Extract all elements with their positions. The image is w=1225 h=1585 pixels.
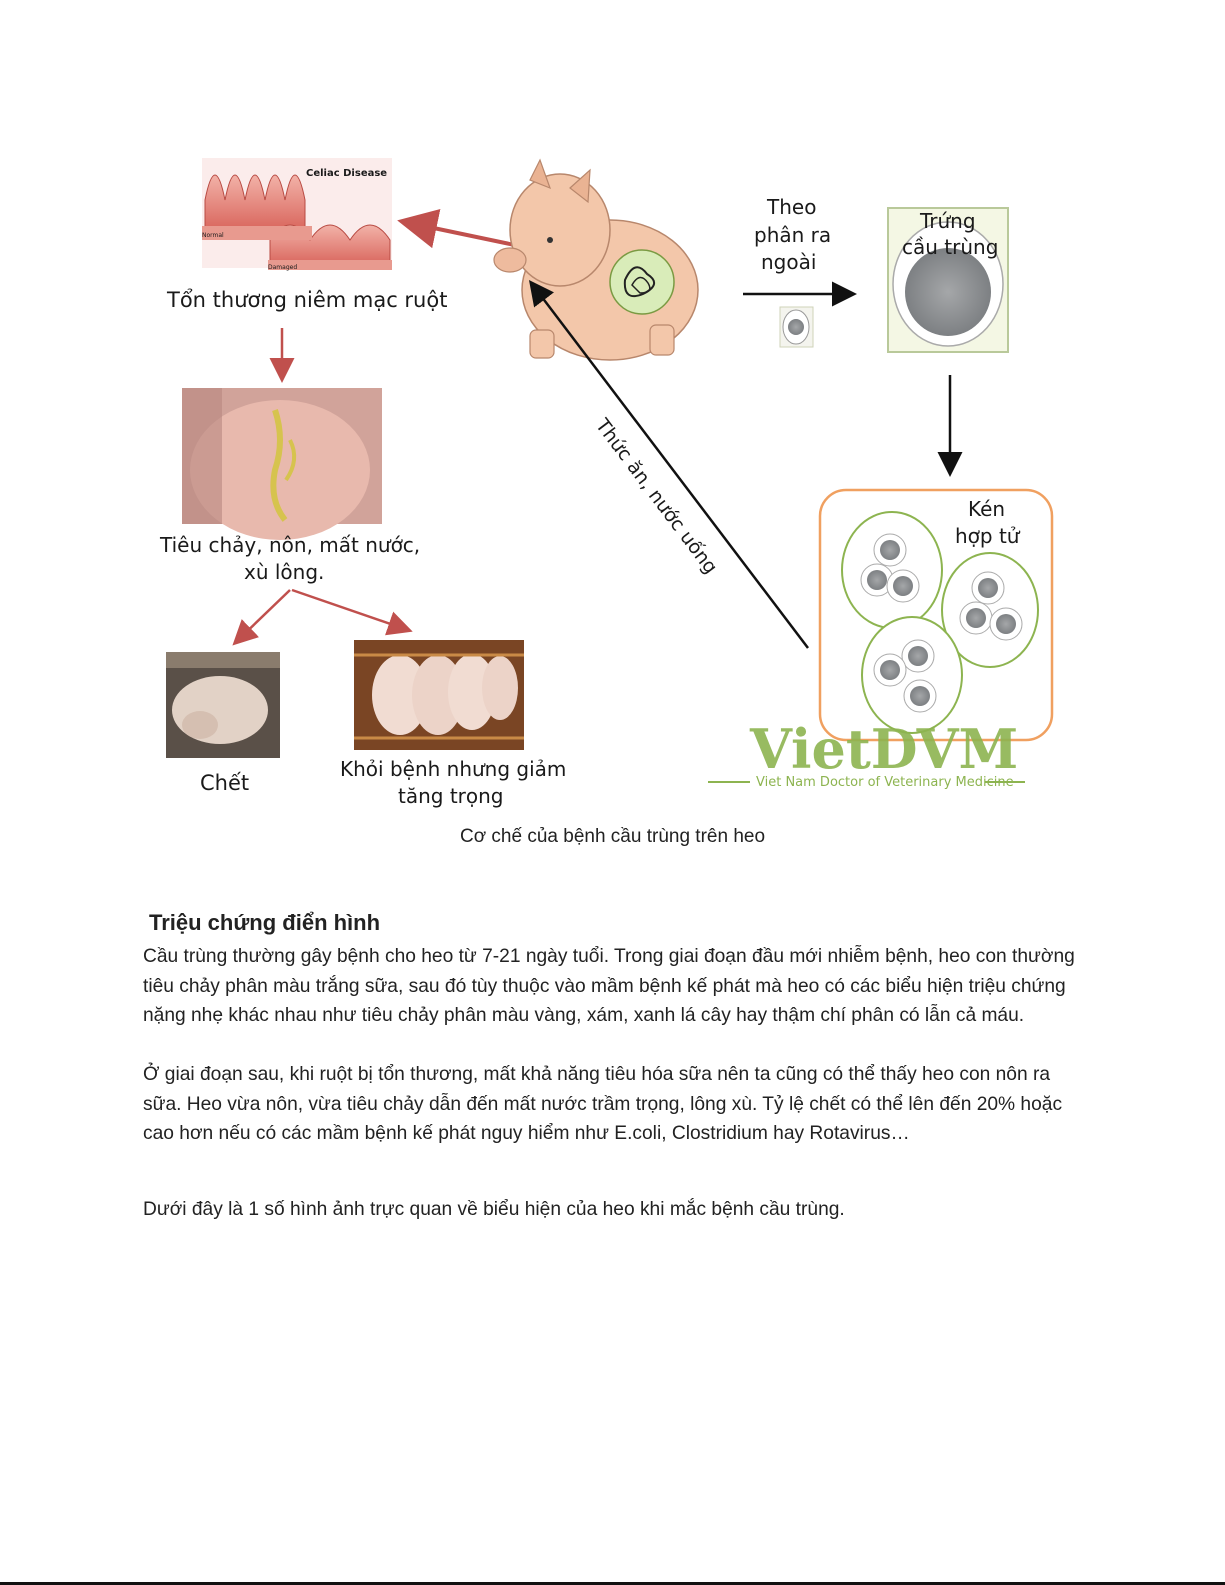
- symptoms-label-2: xù lông.: [244, 560, 324, 584]
- theo-label: Theo: [766, 195, 816, 219]
- thuc-an-label: Thức ăn, nước uống: [590, 414, 721, 578]
- section-title: Triệu chứng điển hình: [149, 910, 380, 936]
- celiac-label: Celiac Disease: [306, 168, 387, 179]
- intestine-illustration: Celiac Disease Normal Damaged: [202, 158, 392, 271]
- khoi-label-2: tăng trọng: [398, 784, 504, 808]
- normal-label: Normal: [202, 232, 224, 239]
- oocyst-icon: [780, 307, 813, 347]
- paragraph: Dưới đây là 1 số hình ảnh trực quan về b…: [143, 1195, 1083, 1225]
- ngoai-label: ngoài: [761, 250, 816, 274]
- hop-tu-label: hợp tử: [955, 524, 1021, 548]
- dead-pig-photo: [166, 652, 280, 758]
- coccidiosis-diagram: Celiac Disease Normal Damaged Tổn thương…: [150, 140, 1070, 820]
- intestine-damage-label: Tổn thương niêm mạc ruột: [166, 288, 447, 312]
- ken-label: Kén: [968, 497, 1005, 521]
- figure-caption: Cơ chế của bệnh cầu trùng trên heo: [0, 826, 1225, 848]
- khoi-label-1: Khỏi bệnh nhưng giảm: [340, 757, 566, 781]
- diarrhea-photo: [182, 388, 382, 540]
- arrow-icon: [236, 590, 290, 642]
- paragraph: Cầu trùng thường gây bệnh cho heo từ 7-2…: [143, 942, 1083, 1031]
- damaged-label: Damaged: [268, 264, 297, 271]
- pig-illustration: [494, 160, 698, 360]
- arrow-icon: [292, 590, 408, 630]
- trung-label: Trứng: [919, 209, 976, 233]
- zygote-cyst-icon: [862, 617, 962, 733]
- paragraph: Ở giai đoạn sau, khi ruột bị tổn thương,…: [143, 1060, 1083, 1149]
- chet-label: Chết: [200, 771, 249, 795]
- vietdvm-logo: VietDVM: [749, 717, 1018, 781]
- recovered-piglets-photo: [354, 640, 524, 750]
- cau-trung-label: cầu trùng: [902, 235, 998, 259]
- phan-ra-label: phân ra: [754, 223, 831, 247]
- zygote-cyst-icon: [842, 512, 942, 628]
- vietdvm-subtitle: Viet Nam Doctor of Veterinary Medicine: [756, 775, 1014, 790]
- symptoms-label-1: Tiêu chảy, nôn, mất nước,: [159, 533, 420, 557]
